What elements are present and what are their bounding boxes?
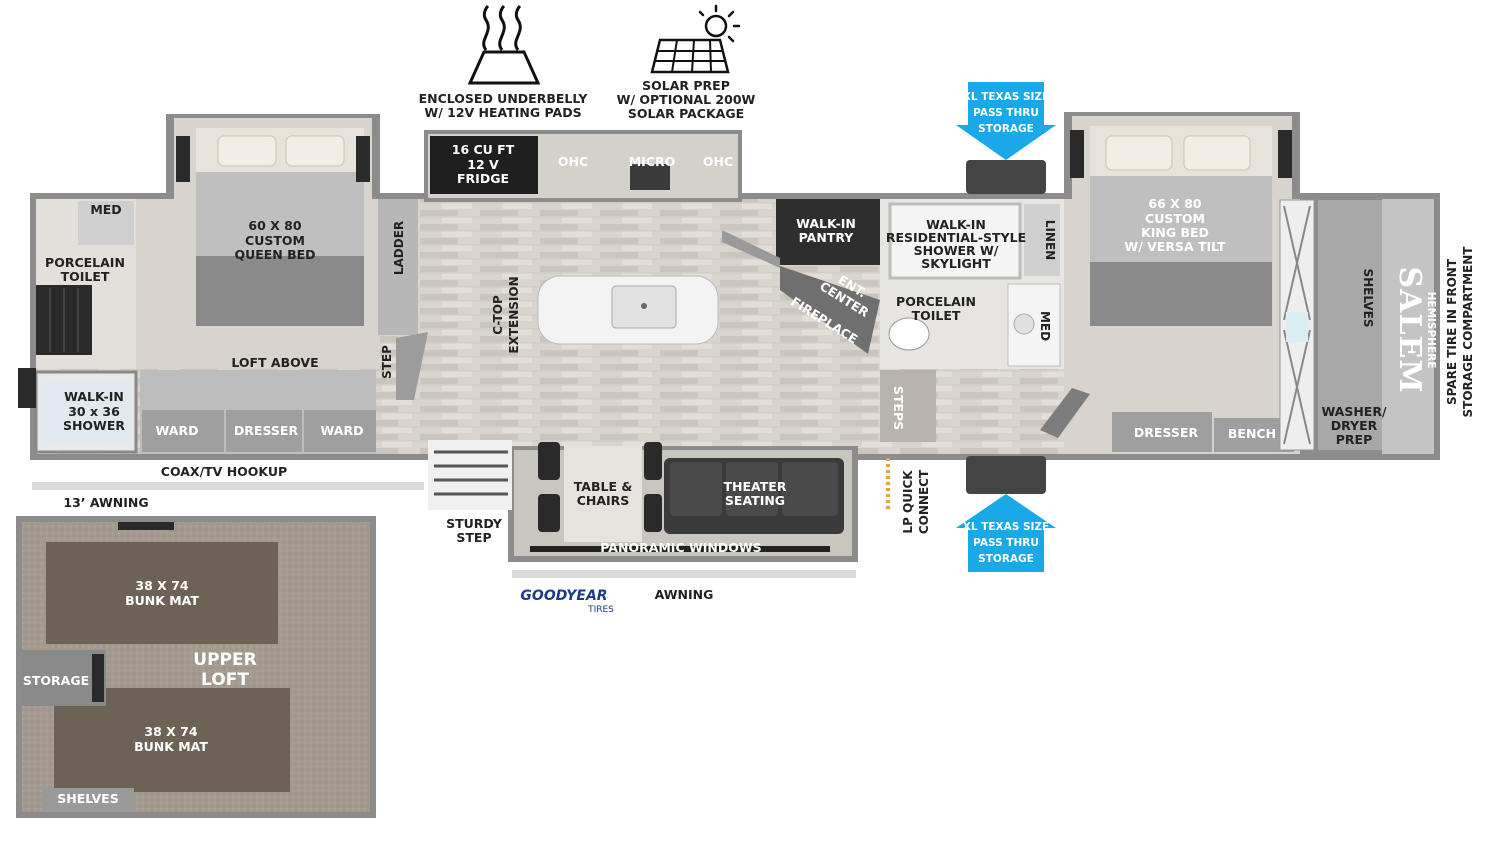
steps-label: STEPS (891, 386, 906, 430)
rear-awning-bar (32, 482, 424, 490)
brand-logo: SALEM (1392, 266, 1427, 393)
dresser-rear-label: DRESSER (234, 423, 299, 438)
sturdy-step-label-2: STEP (456, 530, 491, 545)
ladder-label: LADDER (392, 221, 406, 275)
king-bed-label-3: KING BED (1141, 225, 1209, 240)
storage-bottom-2: PASS THRU (973, 537, 1039, 549)
loft-shelves-label: SHELVES (57, 791, 118, 806)
king-bed-label-1: 66 X 80 (1148, 196, 1201, 211)
storage-callout-bottom: XL TEXAS SIZE PASS THRU STORAGE (956, 494, 1056, 572)
lp-label-1: LP QUICK (901, 470, 915, 534)
shelves-front-label: SHELVES (1361, 268, 1375, 327)
kitchen (430, 136, 719, 345)
sturdy-step-label-1: STURDY (446, 516, 503, 531)
front-shower-label-4: SKYLIGHT (921, 256, 991, 271)
storage-top-3: STORAGE (978, 123, 1034, 135)
table-label-2: CHAIRS (577, 493, 630, 508)
rear-toilet-label-2: TOILET (61, 269, 110, 284)
solar-label-1: SOLAR PREP (642, 78, 730, 93)
loft-above-label: LOFT ABOVE (231, 355, 318, 370)
micro-label: MICRO (629, 154, 676, 169)
awning-13-label: 13’ AWNING (63, 495, 148, 510)
front-bathroom (880, 160, 1064, 510)
washer-label-3: PREP (1336, 432, 1373, 447)
linen-label: LINEN (1043, 220, 1057, 260)
front-shower-label-3: SHOWER W/ (914, 243, 999, 258)
theater-label-2: SEATING (725, 493, 785, 508)
rear-med-label: MED (90, 202, 121, 217)
pantry-label-1: WALK-IN (796, 216, 856, 231)
rear-shower-label-2: 30 x 36 (68, 404, 120, 419)
front-bedroom (1064, 116, 1382, 454)
front-toilet-label-1: PORCELAIN (896, 294, 976, 309)
ohc-left-label: OHC (558, 154, 588, 169)
front-shower-label-2: RESIDENTIAL-STYLE (886, 230, 1026, 245)
fridge-label-2: 12 V (467, 157, 499, 172)
queen-bed-label-1: 60 X 80 (248, 218, 301, 233)
pantry-label-2: PANTRY (799, 230, 855, 245)
solar-label-3: SOLAR PACKAGE (628, 106, 744, 121)
spare-tire-label-2: STORAGE COMPARTMENT (1461, 246, 1475, 418)
underbelly-label-2: W/ 12V HEATING PADS (424, 105, 581, 120)
dresser-front-label: DRESSER (1134, 425, 1199, 440)
coax-label: COAX/TV HOOKUP (161, 464, 287, 479)
front-shower-label-1: WALK-IN (926, 217, 986, 232)
upper-loft (16, 516, 376, 818)
living-slide (512, 442, 856, 578)
storage-bottom-3: STORAGE (978, 553, 1034, 565)
bunk-top-label-1: 38 X 74 (135, 578, 188, 593)
panoramic-label: PANORAMIC WINDOWS (600, 540, 761, 555)
ward-left-label: WARD (156, 423, 199, 438)
king-bed-label-4: W/ VERSA TILT (1124, 239, 1226, 254)
ward-right-label: WARD (321, 423, 364, 438)
rear-toilet-label-1: PORCELAIN (45, 255, 125, 270)
fridge-label-3: FRIDGE (457, 171, 509, 186)
entry-steps (396, 332, 1090, 510)
rear-shower-label-1: WALK-IN (64, 389, 124, 404)
king-bed-label-2: CUSTOM (1145, 211, 1205, 226)
lp-label-2: CONNECT (917, 469, 931, 534)
queen-bed-label-2: CUSTOM (245, 233, 305, 248)
solar-panel-icon (650, 4, 741, 74)
brand-sub: HEMISPHERE (1425, 292, 1437, 369)
front-med-label: MED (1038, 311, 1052, 341)
storage-top-2: PASS THRU (973, 107, 1039, 119)
heating-pad-icon (467, 4, 541, 85)
queen-bed-label-3: QUEEN BED (234, 247, 315, 262)
tires-label: TIRES (587, 605, 614, 615)
bunk-bottom-label-1: 38 X 74 (144, 724, 197, 739)
step-label: STEP (380, 345, 394, 379)
loft-storage-label: STORAGE (23, 673, 89, 688)
goodyear-logo: GOODYEAR (520, 588, 607, 604)
rear-bedroom (136, 118, 418, 454)
pantry-entertainment (722, 199, 880, 354)
underbelly-label-1: ENCLOSED UNDERBELLY (419, 91, 589, 106)
front-toilet-label-2: TOILET (912, 308, 961, 323)
upper-loft-title-2: LOFT (201, 670, 249, 690)
bunk-bottom-label-2: BUNK MAT (134, 739, 208, 754)
storage-top-1: XL TEXAS SIZE (963, 91, 1049, 103)
fridge-label-1: 16 CU FT (452, 142, 515, 157)
bunk-top-label-2: BUNK MAT (125, 593, 199, 608)
ctop-label-2: EXTENSION (507, 276, 521, 353)
solar-label-2: W/ OPTIONAL 200W (617, 92, 756, 107)
rear-bathroom (18, 199, 138, 454)
spare-tire-label-1: SPARE TIRE IN FRONT (1445, 258, 1459, 405)
table-label-1: TABLE & (574, 479, 633, 494)
upper-loft-title-1: UPPER (193, 650, 256, 670)
washer-label-2: DRYER (1331, 418, 1378, 433)
ohc-right-label: OHC (703, 154, 733, 169)
theater-label-1: THEATER (724, 479, 787, 494)
storage-callout-top: XL TEXAS SIZE PASS THRU STORAGE (956, 82, 1056, 160)
ctop-label-1: C-TOP (491, 295, 505, 335)
rear-shower-label-3: SHOWER (63, 418, 125, 433)
awning-label: AWNING (655, 587, 714, 602)
bench-label: BENCH (1228, 426, 1276, 441)
storage-bottom-1: XL TEXAS SIZE (963, 521, 1049, 533)
washer-label-1: WASHER/ (1321, 404, 1387, 419)
